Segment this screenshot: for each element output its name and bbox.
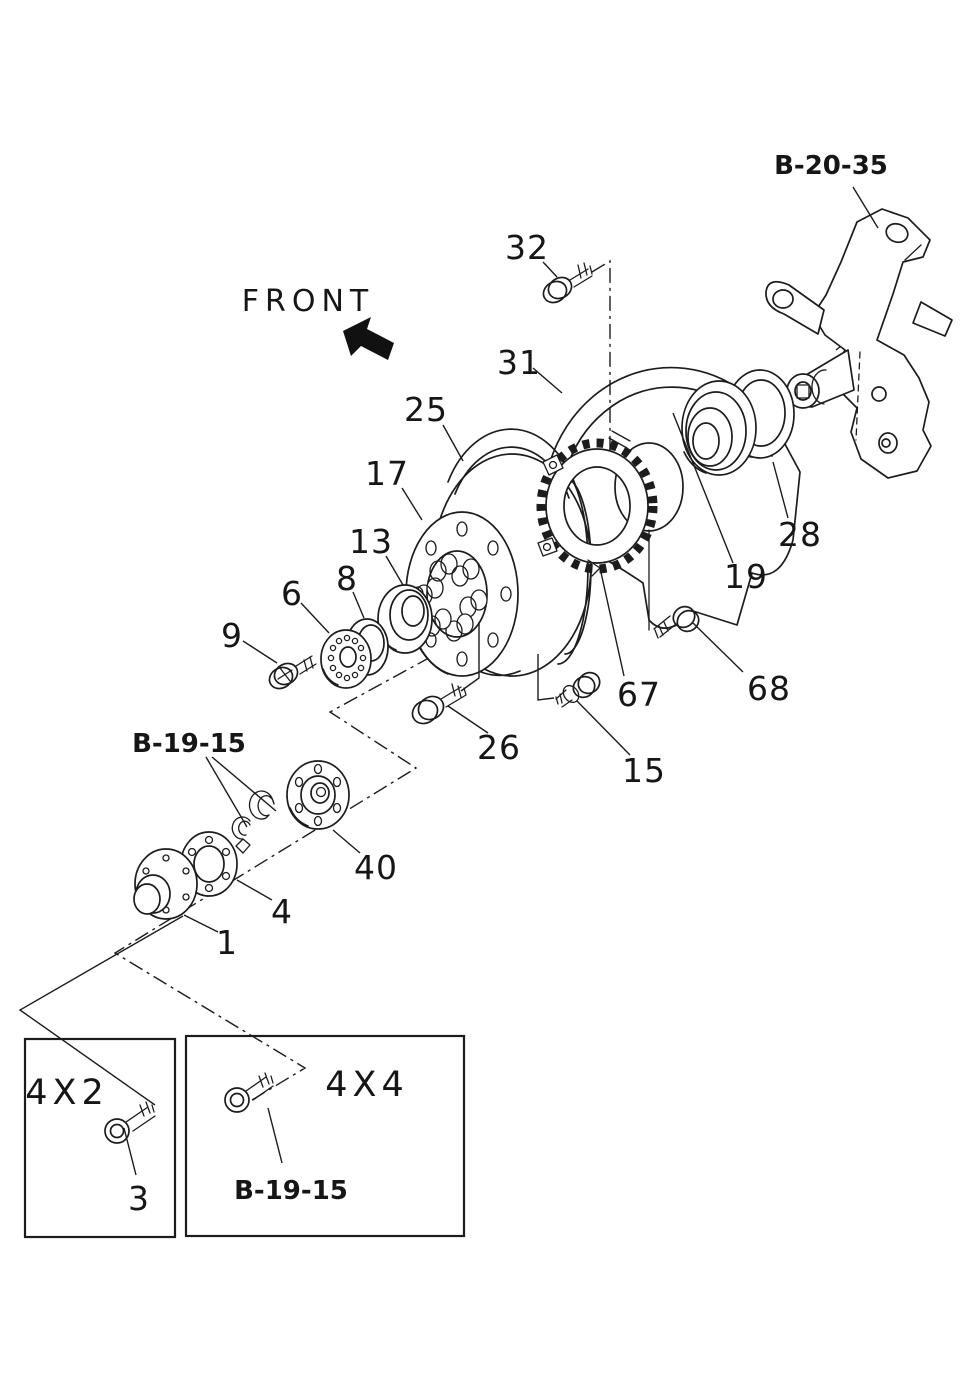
ref-hub-kit-upper: B-19-15 xyxy=(132,729,246,759)
axis-line-main xyxy=(113,629,481,1101)
callout-15: 15 xyxy=(622,751,666,790)
callout-25: 25 xyxy=(404,390,448,429)
lock-clip xyxy=(231,816,251,854)
callout-17: 17 xyxy=(365,454,409,493)
callout-32: 32 xyxy=(505,228,549,267)
bearing-19 xyxy=(681,380,757,476)
callout-68: 68 xyxy=(747,669,791,708)
knuckle-top-hole xyxy=(885,222,909,244)
abs-ring-67 xyxy=(536,438,658,577)
callout-9: 9 xyxy=(221,616,243,655)
knuckle-arm-hole xyxy=(772,289,794,309)
callout-31: 31 xyxy=(497,343,541,382)
abs-ring-teeth xyxy=(536,438,658,574)
bolt-3 xyxy=(104,1101,156,1144)
callout-19: 19 xyxy=(724,557,768,596)
knuckle-lower-hole xyxy=(871,386,887,402)
ref-hub-kit-lower: B-19-15 xyxy=(234,1176,348,1206)
callout-40: 40 xyxy=(354,848,398,887)
hub-bore xyxy=(426,550,488,638)
callout-26: 26 xyxy=(477,728,521,767)
callout-8: 8 xyxy=(336,559,358,598)
drive-flange-40 xyxy=(286,760,350,830)
bearing-13 xyxy=(377,584,433,654)
steering-knuckle xyxy=(765,208,953,479)
callout-28: 28 xyxy=(778,515,822,554)
box-4x4-border xyxy=(184,1034,466,1238)
bolt-9 xyxy=(268,655,317,690)
front-arrow-icon xyxy=(343,317,394,360)
leader-lines xyxy=(18,186,879,1176)
bolt-32 xyxy=(542,262,593,304)
variant-box-4x4 xyxy=(184,1034,466,1238)
hub-cover-1 xyxy=(133,848,198,920)
box-4x2-border xyxy=(23,1037,177,1239)
snap-ring xyxy=(248,790,275,820)
bolt-15 xyxy=(555,671,601,708)
box-4x4-label: 4X4 xyxy=(325,1065,409,1105)
bolt-68 xyxy=(653,605,700,639)
bearing-outer xyxy=(681,380,757,476)
callout-13: 13 xyxy=(349,522,393,561)
callout-1: 1 xyxy=(216,923,238,962)
ref-knuckle-label: B-20-35 xyxy=(774,151,888,181)
callout-67: 67 xyxy=(617,675,661,714)
callout-6: 6 xyxy=(281,574,303,613)
front-indicator xyxy=(343,317,394,360)
wheel-studs xyxy=(415,553,488,642)
callout-leaders xyxy=(18,186,879,1176)
bolt32-reference-line xyxy=(591,259,611,455)
variant-box-4x2 xyxy=(23,1037,177,1239)
box-4x2-label: 4X2 xyxy=(25,1073,109,1113)
bolt-b1915 xyxy=(224,1072,274,1113)
hub-flange-17 xyxy=(405,511,519,677)
callout-3: 3 xyxy=(128,1179,150,1218)
callout-4: 4 xyxy=(271,892,293,931)
tone-wheel-6 xyxy=(320,629,372,689)
knuckle-right-arm xyxy=(912,301,953,337)
knuckle-left-arm xyxy=(765,280,825,335)
front-label: FRONT xyxy=(242,284,374,319)
knuckle-body xyxy=(812,208,932,479)
labels: B-20-35 FRONT 32 31 25 17 13 8 6 9 28 19… xyxy=(25,151,888,1218)
bolt-26 xyxy=(411,683,467,725)
